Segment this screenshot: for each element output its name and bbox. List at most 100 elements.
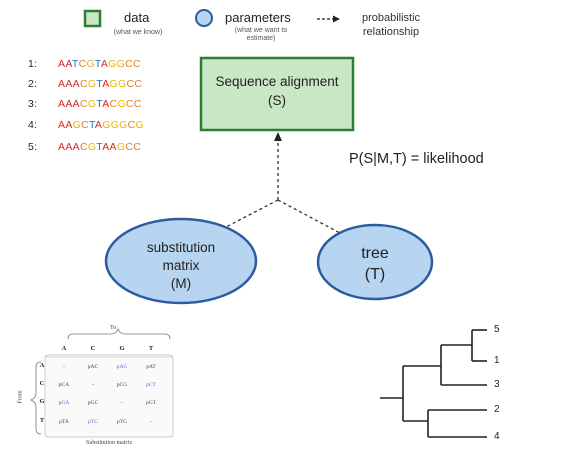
sequence-number: 4: xyxy=(28,119,38,131)
nucleotide: C xyxy=(125,98,134,110)
matrix-cell: pCA xyxy=(58,382,70,388)
nucleotide: A xyxy=(58,98,66,110)
sequence-row: 3:AAACGTACGCC xyxy=(28,98,142,110)
matrix-from-brace xyxy=(29,361,42,435)
matrix-title: substitution matrix xyxy=(106,239,256,275)
nucleotide: G xyxy=(110,119,120,131)
matrix-cell: pTG xyxy=(116,419,128,425)
nucleotide: C xyxy=(126,78,135,90)
matrix-cell: – xyxy=(120,400,124,406)
sequence-row: 5:AAACGTAAGCC xyxy=(28,141,141,153)
matrix-from-label: From xyxy=(17,390,24,404)
matrix-cell: pAG xyxy=(116,364,128,370)
nucleotide: G xyxy=(116,58,126,70)
phylo-tree xyxy=(380,329,487,438)
matrix-col-header: C xyxy=(90,345,96,352)
nucleotide: A xyxy=(102,78,110,90)
nucleotide: A xyxy=(100,58,109,70)
nucleotide: G xyxy=(102,119,111,131)
nucleotide: C xyxy=(127,119,136,131)
sequence-row: 2:AAACGTAGGCC xyxy=(28,78,142,90)
sequence-string: AAACGTAAGCC xyxy=(58,141,141,153)
matrix-cell: pGT xyxy=(145,400,157,406)
nucleotide: G xyxy=(72,119,82,131)
matrix-row-header: G xyxy=(39,398,45,405)
alignment-sub: (S) xyxy=(268,93,286,108)
legend-param-sub: (what we want to estimate) xyxy=(234,27,288,42)
matrix-title-text: substitution matrix xyxy=(146,240,216,273)
nucleotide: A xyxy=(58,58,66,70)
matrix-col-header: T xyxy=(148,345,154,352)
sequence-string: AAACGTAGGCC xyxy=(58,78,142,90)
matrix-caption: Substitution matrix xyxy=(86,440,133,446)
nucleotide: T xyxy=(96,141,103,153)
nucleotide: A xyxy=(102,141,110,153)
nucleotide: A xyxy=(102,98,110,110)
matrix-row-header: C xyxy=(39,380,45,387)
nucleotide: G xyxy=(119,119,128,131)
dashed-link-tree xyxy=(277,199,341,234)
nucleotide: A xyxy=(65,141,73,153)
sequence-row: 1:AATCGTAGGCC xyxy=(28,58,141,70)
alignment-title: Sequence alignment xyxy=(215,74,339,89)
likelihood-formula: P(S|M,T) = likelihood xyxy=(349,151,484,167)
matrix-ellipse xyxy=(104,217,258,305)
nucleotide: A xyxy=(72,98,80,110)
legend-data-sub: (what we know) xyxy=(113,29,163,36)
sequence-number: 5: xyxy=(28,141,38,153)
matrix-to-brace xyxy=(67,327,171,340)
nucleotide: G xyxy=(108,58,117,70)
nucleotide: A xyxy=(109,141,117,153)
legend-param-label: parameters xyxy=(225,10,291,25)
sequence-number: 1: xyxy=(28,58,38,70)
matrix-cell: pCG xyxy=(116,382,128,388)
nucleotide: C xyxy=(133,58,141,70)
matrix-cell: pGC xyxy=(87,400,99,406)
nucleotide: T xyxy=(88,119,95,131)
matrix-to-label: To xyxy=(110,325,117,331)
nucleotide: G xyxy=(135,119,144,131)
matrix-table-frame xyxy=(44,354,174,438)
legend-data-square xyxy=(83,9,102,28)
tree-tip-label: 4 xyxy=(494,431,500,442)
nucleotide: G xyxy=(86,58,95,70)
sequence-number: 2: xyxy=(28,78,38,90)
nucleotide: G xyxy=(117,98,126,110)
nucleotide: C xyxy=(125,141,134,153)
nucleotide: A xyxy=(72,141,80,153)
nucleotide: A xyxy=(58,78,66,90)
matrix-row-header: T xyxy=(39,417,45,424)
nucleotide: G xyxy=(118,78,127,90)
alignment-box xyxy=(199,56,355,132)
nucleotide: G xyxy=(87,78,97,90)
nucleotide: T xyxy=(94,58,101,70)
matrix-cell: pGA xyxy=(58,400,70,406)
matrix-cell: – xyxy=(91,382,95,388)
nucleotide: C xyxy=(79,78,88,90)
nucleotide: C xyxy=(79,141,88,153)
nucleotide: A xyxy=(58,141,66,153)
nucleotide: A xyxy=(65,58,72,70)
sequence-string: AAACGTACGCC xyxy=(58,98,142,110)
nucleotide: G xyxy=(109,78,119,90)
nucleotide: C xyxy=(134,78,143,90)
matrix-cell: pTA xyxy=(59,419,69,425)
arrow-head-up xyxy=(274,132,282,141)
matrix-col-header: G xyxy=(119,345,125,352)
sequence-number: 3: xyxy=(28,98,38,110)
matrix-cell: pCT xyxy=(146,382,156,388)
matrix-cell: – xyxy=(62,364,66,370)
tree-tip-label: 3 xyxy=(494,379,500,390)
nucleotide: C xyxy=(79,98,88,110)
nucleotide: A xyxy=(65,98,73,110)
matrix-col-header: A xyxy=(61,345,67,352)
nucleotide: G xyxy=(87,141,97,153)
nucleotide: T xyxy=(71,58,79,70)
nucleotide: C xyxy=(125,58,133,70)
nucleotide: A xyxy=(65,119,73,131)
legend-data-label: data xyxy=(124,10,150,25)
sequence-string: AAGCTAGGGCG xyxy=(58,119,144,131)
matrix-cell: pTC xyxy=(88,419,98,425)
nucleotide: T xyxy=(96,78,103,90)
